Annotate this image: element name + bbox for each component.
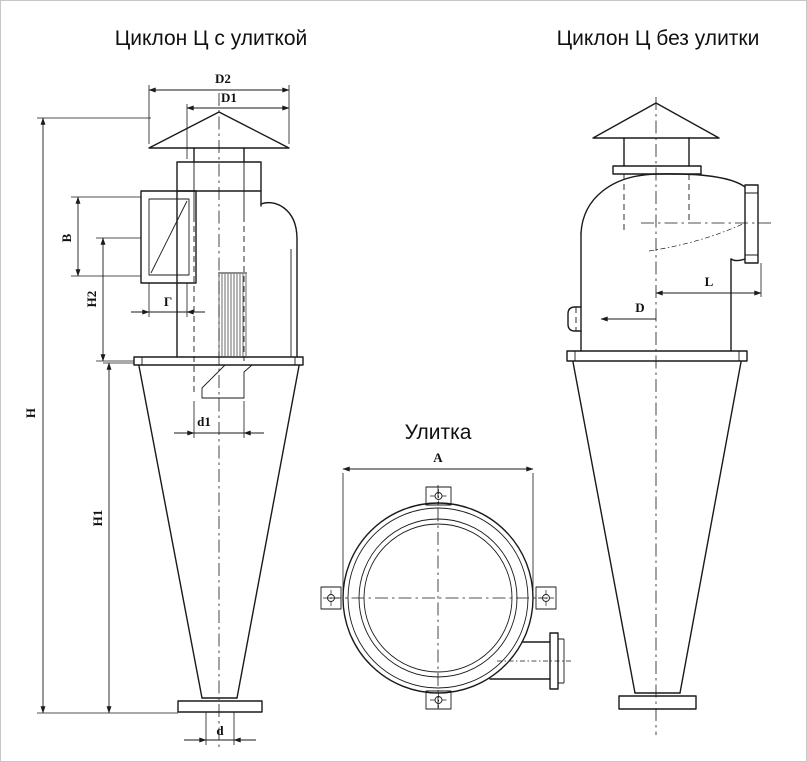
mounting-lug-right — [535, 586, 557, 610]
volute-outer-circle — [342, 502, 534, 694]
dim-label-D1: D1 — [221, 90, 237, 105]
dim-label-A: A — [433, 450, 443, 465]
left-cyclone-view: D2 D1 H B — [23, 71, 304, 751]
bottom-flange — [177, 697, 263, 713]
right-cyclone-view: L D — [566, 97, 771, 735]
dim-d: d — [184, 712, 256, 745]
dim-G: Г — [131, 283, 205, 317]
dim-D2: D2 — [148, 71, 290, 144]
dim-D1: D1 — [186, 90, 290, 159]
mounting-lug-bottom — [425, 690, 452, 710]
dim-d1: d1 — [174, 401, 264, 438]
dim-D: D — [600, 300, 656, 322]
dim-label-H: H — [23, 408, 38, 418]
exhaust-pipe — [193, 162, 245, 216]
dim-label-G: Г — [164, 294, 172, 309]
main-flange-right — [566, 350, 748, 362]
title-cyclone-without-volute: Циклон Ц без улитки — [556, 27, 760, 50]
cone-right — [572, 361, 742, 694]
mounting-lug-left — [320, 586, 342, 610]
dim-label-H1: H1 — [90, 510, 105, 527]
dim-H1: H1 — [90, 362, 134, 714]
volute-channel-hatch — [218, 274, 247, 356]
inlet-elbow — [580, 173, 746, 262]
title-cyclone-with-volute: Циклон Ц с улиткой — [114, 27, 308, 50]
dim-L: L — [655, 263, 762, 297]
dim-label-d1: d1 — [197, 414, 211, 429]
mounting-lug-top — [425, 486, 452, 506]
umbrella-cap — [148, 111, 290, 149]
inlet-box — [140, 190, 197, 284]
umbrella-cap-right — [592, 102, 720, 139]
volute-crosshair — [328, 485, 548, 713]
side-port — [567, 306, 582, 332]
inlet-flange — [744, 184, 759, 264]
dust-chute — [201, 364, 253, 399]
cone — [138, 365, 300, 699]
dim-label-H2: H2 — [84, 291, 99, 308]
dim-B: B — [59, 196, 141, 277]
dim-label-L: L — [705, 274, 714, 289]
dim-H: H — [23, 117, 178, 714]
dim-H2: H2 — [84, 237, 141, 362]
dim-label-B: B — [59, 233, 74, 242]
main-flange — [133, 356, 304, 366]
dim-label-D2: D2 — [215, 71, 231, 86]
title-volute-view: Улитка — [404, 421, 472, 444]
dim-A: A — [342, 450, 534, 591]
volute-outlet — [489, 632, 573, 690]
dim-label-d: d — [216, 723, 224, 738]
bottom-flange-right — [618, 692, 697, 710]
dim-label-D: D — [635, 300, 644, 315]
volute-top-view: A — [320, 450, 573, 713]
